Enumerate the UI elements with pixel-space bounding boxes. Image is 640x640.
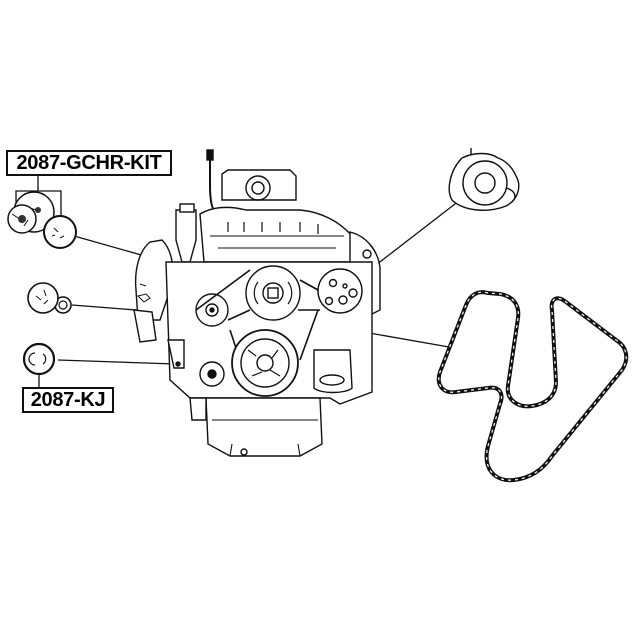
- idler-pulley-4: [22, 342, 56, 376]
- leader-line-idler-4: [57, 359, 176, 365]
- water-pump: [448, 148, 520, 211]
- part-number-label-gchr-kit: 2087-GCHR-KIT: [6, 150, 172, 176]
- idler-pulley-2: [43, 215, 77, 249]
- tensioner-pulley-3: [27, 282, 72, 314]
- tensioner-pulley-1: [7, 191, 55, 234]
- leader-line-tensioner-3: [71, 304, 137, 311]
- part-number-label-kj: 2087-KJ: [22, 387, 114, 413]
- engine-assembly: [133, 149, 381, 457]
- serpentine-belt: [436, 290, 629, 483]
- belt-rib-detail: [438, 291, 627, 481]
